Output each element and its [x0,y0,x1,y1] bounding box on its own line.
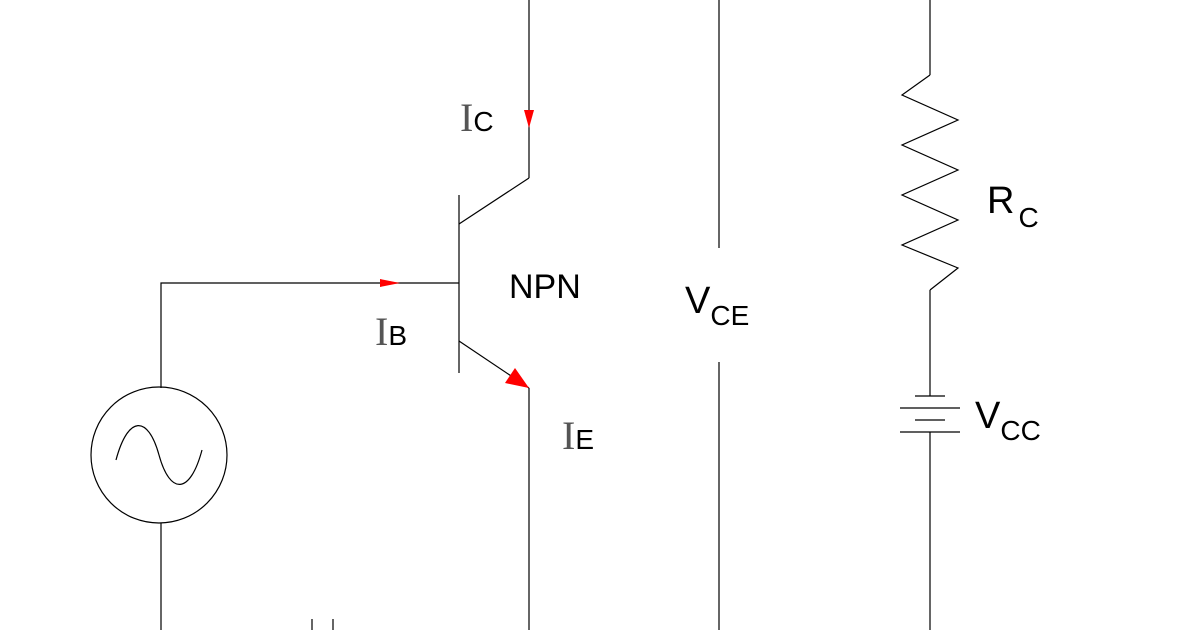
emitter-current-label: IE [562,413,594,458]
collector-current-label: IC [460,95,494,140]
ac-source-icon [90,386,228,524]
base-wire [160,282,459,388]
base-current-label: IB [375,309,407,354]
battery-icon [900,395,960,433]
vcc-label: VCC [975,395,1041,446]
resistor-icon [900,74,960,291]
collector-current-arrow [524,110,534,128]
transistor-type-label: NPN [509,268,581,306]
emitter-arrow [505,368,529,388]
ac-sine-wave [115,425,203,485]
transistor-collector-lead [458,177,530,225]
npn-transistor-icon [458,177,530,389]
base-current-arrow [380,279,400,287]
vce-label: VCE [685,280,749,331]
ac-source-circle [90,386,228,524]
